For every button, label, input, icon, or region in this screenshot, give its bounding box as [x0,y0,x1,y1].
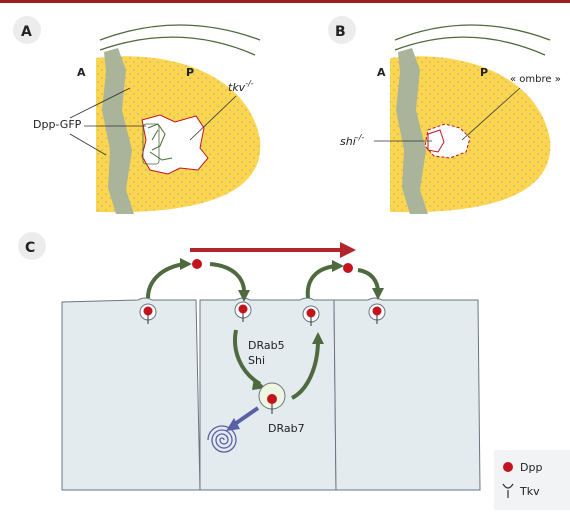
posterior-label: P [186,66,194,79]
top-accent-bar [0,0,570,3]
dpp-extracellular [343,263,353,273]
panel-a-badge [13,16,41,44]
posterior-label: P [480,66,488,79]
transport-arrow [209,262,247,295]
legend-tkv-label: Tkv [519,485,540,498]
leader-line [189,95,237,141]
drab7-label: DRab7 [268,422,305,435]
recycling-arrow [290,339,320,400]
membrane-vesicle [368,303,386,324]
fold-line [394,36,546,56]
panel-a: A A P Dpp-GFP tkv-/- [13,16,261,214]
panel-b-letter: B [335,24,346,40]
anterior-label: A [377,66,386,79]
legend-dpp-label: Dpp [520,461,542,474]
red-dot-icon [503,462,513,472]
leader-line [69,133,107,156]
fold-line [394,24,551,41]
arrowhead [180,258,192,270]
panel-b-badge [328,16,356,44]
transport-arrow [305,264,337,299]
endosome [258,382,286,414]
cell-3 [333,297,481,491]
fold-line [99,36,256,56]
arrowhead [372,288,384,300]
arrowhead [312,332,324,344]
panel-a-letter: A [21,24,32,40]
receptor-y-icon [502,483,514,498]
arrowhead [238,290,250,302]
leader-line [461,87,521,141]
shi-clone-label: shi-/- [340,133,364,148]
dpp-stripe [396,48,428,214]
clone-membrane-gfp [147,123,173,161]
legend-box [494,450,570,510]
drab5-label: DRab5 [248,339,285,352]
spiral-icon [207,425,237,453]
panel-c: C [18,232,481,491]
transport-arrow [146,262,185,299]
legend: Dpp Tkv [494,450,570,510]
clone-edge [142,123,160,165]
dpp-extracellular [192,259,202,269]
shi-clone [427,129,445,153]
anterior-label: A [77,66,86,79]
dpp-stripe [102,48,134,214]
long-range-arrowhead [340,242,356,258]
shadow-label: « ombre » [510,74,561,85]
panel-c-badge [18,232,46,260]
panel-b: B A P shi-/- « ombre » [328,16,561,214]
panel-c-letter: C [25,240,35,256]
membrane-vesicle [234,301,252,322]
fold-line [99,24,261,41]
leader-line [69,87,131,119]
dpp-gradient-dots [390,56,551,213]
cell-1 [61,297,201,491]
shi-label: Shi [248,354,265,367]
arrowhead [332,260,344,272]
dpp-gfp-label: Dpp-GFP [33,118,82,131]
membrane-vesicle [139,303,157,324]
tkv-clone-label: tkv-/- [228,79,254,94]
membrane-vesicle [302,305,320,326]
